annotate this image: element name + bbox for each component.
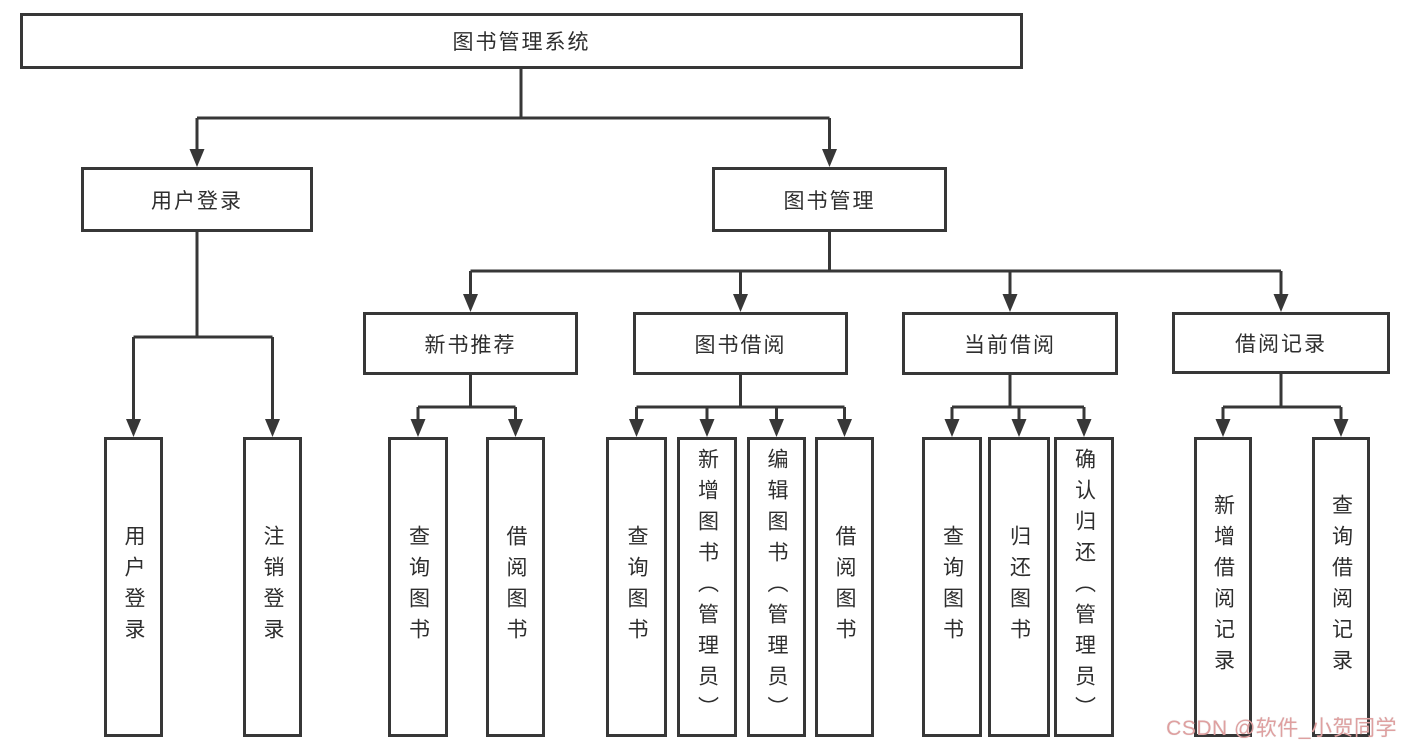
- node-new-book-recommendation-label: 新书推荐: [424, 333, 517, 357]
- leaf-user-login-label: 用户登录: [122, 525, 145, 649]
- node-borrowing-records: 借阅记录: [1172, 312, 1390, 374]
- leaf-query-books-recommend-label: 查询图书: [406, 525, 430, 649]
- node-library-management-system: 图书管理系统: [20, 13, 1023, 69]
- leaf-edit-book-admin: 编辑图书（管理员）: [747, 437, 806, 737]
- leaf-add-borrow-record: 新增借阅记录: [1194, 437, 1252, 737]
- leaf-user-login: 用户登录: [104, 437, 163, 737]
- leaf-query-borrow-record: 查询借阅记录: [1312, 437, 1370, 737]
- leaf-query-books-current-label: 查询图书: [940, 525, 964, 649]
- leaf-logout: 注销登录: [243, 437, 302, 737]
- leaf-borrow-books-borrowing-label: 借阅图书: [833, 525, 856, 649]
- leaf-add-book-admin-label: 新增图书（管理员）: [695, 447, 719, 727]
- node-borrowing-records-label: 借阅记录: [1235, 333, 1327, 356]
- leaf-confirm-return-admin-label: 确认归还（管理员）: [1072, 447, 1096, 727]
- leaf-return-books: 归还图书: [988, 437, 1050, 737]
- node-current-borrowing: 当前借阅: [902, 312, 1118, 375]
- node-book-borrowing-label: 图书借阅: [694, 333, 787, 357]
- leaf-logout-label: 注销登录: [261, 525, 284, 649]
- leaf-query-books-borrowing-label: 查询图书: [625, 525, 648, 649]
- leaf-add-book-admin: 新增图书（管理员）: [677, 437, 737, 737]
- leaf-query-books-current: 查询图书: [922, 437, 982, 737]
- leaf-query-borrow-record-label: 查询借阅记录: [1329, 494, 1353, 680]
- node-library-management-system-label: 图书管理系统: [452, 31, 591, 54]
- node-book-borrowing: 图书借阅: [633, 312, 848, 375]
- node-current-borrowing-label: 当前借阅: [964, 333, 1056, 357]
- leaf-confirm-return-admin: 确认归还（管理员）: [1054, 437, 1114, 737]
- node-user-login-label: 用户登录: [151, 189, 243, 213]
- node-user-login: 用户登录: [81, 167, 313, 232]
- leaf-borrow-books-borrowing: 借阅图书: [815, 437, 874, 737]
- leaf-query-books-borrowing: 查询图书: [606, 437, 667, 737]
- node-book-management: 图书管理: [712, 167, 947, 232]
- leaf-borrow-books-recommend: 借阅图书: [486, 437, 545, 737]
- csdn-watermark: CSDN @软件_小贺同学: [1166, 717, 1397, 740]
- leaf-add-borrow-record-label: 新增借阅记录: [1211, 494, 1235, 680]
- leaf-query-books-recommend: 查询图书: [388, 437, 448, 737]
- leaf-edit-book-admin-label: 编辑图书（管理员）: [765, 447, 788, 727]
- leaf-borrow-books-recommend-label: 借阅图书: [504, 525, 527, 649]
- node-book-management-label: 图书管理: [783, 189, 876, 213]
- node-new-book-recommendation: 新书推荐: [363, 312, 578, 375]
- leaf-return-books-label: 归还图书: [1007, 525, 1031, 649]
